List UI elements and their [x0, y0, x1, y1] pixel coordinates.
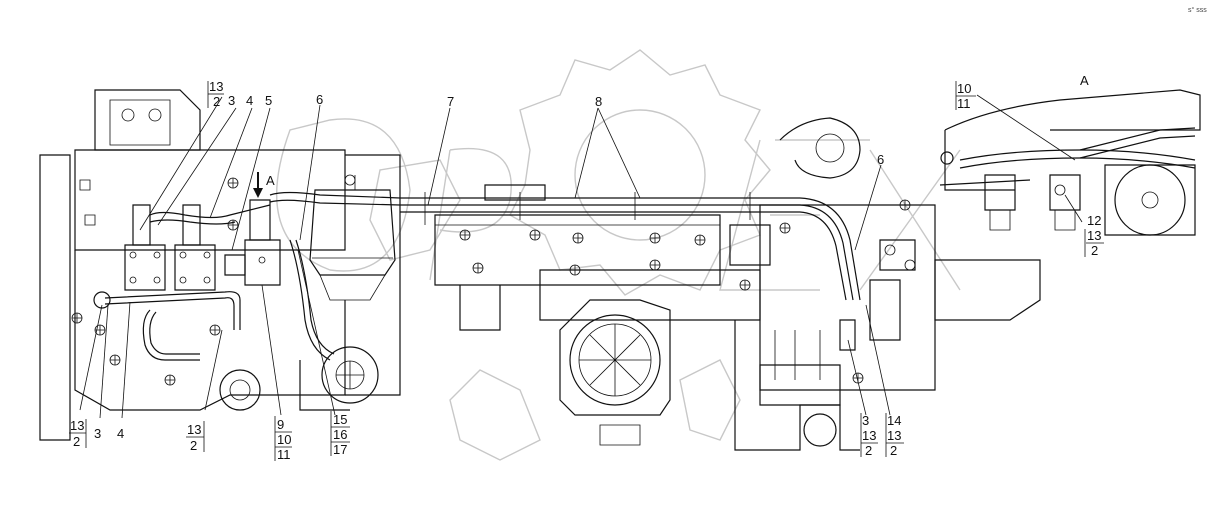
hydraulic-lines-left	[93, 191, 401, 361]
callout-a-arrow: A	[266, 173, 275, 188]
valve-block-2	[174, 204, 216, 291]
callout-13-bl: 13	[70, 418, 84, 433]
frame-beam	[434, 184, 761, 331]
callout-7: 7	[447, 94, 454, 109]
valve-block-1	[124, 204, 166, 291]
callout-17: 17	[333, 442, 347, 457]
callout-2-br1: 2	[865, 443, 872, 458]
callout-6-left: 6	[316, 92, 323, 107]
callout-15: 15	[333, 412, 347, 427]
leader-lines	[79, 94, 1083, 419]
callout-10-b: 10	[277, 432, 291, 447]
watermark-gear	[369, 49, 771, 461]
callout-16: 16	[333, 427, 347, 442]
callout-11: 11	[957, 96, 971, 111]
main-pressure-lines	[400, 192, 861, 301]
callout-4-top: 4	[246, 93, 253, 108]
transmission-housing	[559, 299, 671, 446]
callout-2-top: 2	[213, 94, 220, 109]
callout-3-bl: 3	[94, 426, 101, 441]
callout-2-bm: 2	[190, 438, 197, 453]
gearbox-housing	[39, 89, 401, 441]
callout-2-r: 2	[1091, 243, 1098, 258]
callout-13-r: 13	[1087, 228, 1101, 243]
valve-block-3	[224, 199, 281, 286]
callout-12: 12	[1087, 213, 1101, 228]
view-arrow-a	[253, 172, 263, 198]
rear-axle-assembly	[729, 117, 1041, 451]
callout-11-b: 11	[277, 447, 291, 462]
callout-2-bl: 2	[73, 434, 80, 449]
callout-4-bl: 4	[117, 426, 124, 441]
callout-5-top: 5	[265, 93, 272, 108]
callout-9: 9	[277, 417, 284, 432]
callout-13-top: 13	[209, 79, 223, 94]
corner-mark: s° sss	[1188, 6, 1207, 14]
callout-2-br2: 2	[890, 443, 897, 458]
callout-13-br2: 13	[887, 428, 901, 443]
callout-3-top: 3	[228, 93, 235, 108]
callout-3-br: 3	[862, 413, 869, 428]
inset-view-a	[939, 89, 1201, 236]
callout-6-right: 6	[877, 152, 884, 167]
callout-10: 10	[957, 81, 971, 96]
callout-a-view: A	[1080, 73, 1089, 88]
callout-8: 8	[595, 94, 602, 109]
hydraulic-filter	[309, 174, 396, 301]
callout-13-bm: 13	[187, 422, 201, 437]
callout-labels: 13 2 3 4 5 6 7 8 A 6 10 11 A 12 13 2 13 …	[69, 6, 1207, 462]
callout-13-br1: 13	[862, 428, 876, 443]
callout-14: 14	[887, 413, 901, 428]
